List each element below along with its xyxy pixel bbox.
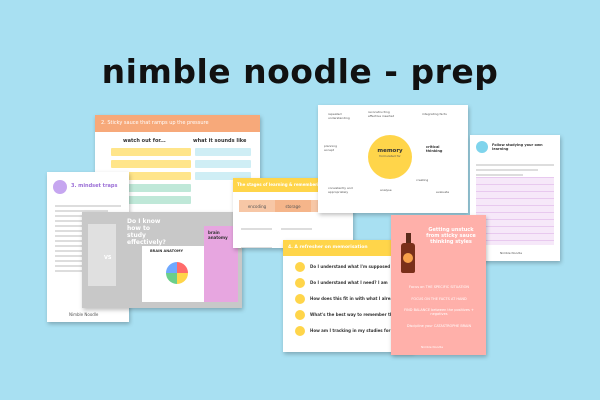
memory-node: repeated understanding xyxy=(328,112,350,120)
sticky-row xyxy=(111,160,191,168)
antidote-item: Discipline your CATASTROPHE BRAIN xyxy=(406,324,472,328)
brain-diagram-title: BRAIN ANATOMY xyxy=(150,249,183,253)
brain-icon xyxy=(166,262,188,284)
memory-center-label: memory xyxy=(377,148,403,154)
refresher-number-5 xyxy=(295,326,305,336)
refresher-number-3 xyxy=(295,294,305,304)
sticky-row xyxy=(195,148,251,156)
memory-node: integrating facts xyxy=(422,112,447,116)
worksheet-getting-unstuck: Getting unstuck from sticky sauce thinki… xyxy=(391,215,486,355)
page-title: nimble noodle - prep xyxy=(101,52,499,91)
antidote-item: FIND BALANCE between the positives + neg… xyxy=(404,308,474,316)
refresher-item: Do I understand what I'm supposed to xyxy=(310,264,397,269)
mindset-badge-icon xyxy=(53,180,67,194)
memory-center-sub: formulated for xyxy=(379,154,401,158)
tracker-footer: Nimble Noodle xyxy=(500,251,523,255)
brain-diagram-card: BRAIN ANATOMY xyxy=(142,246,216,302)
sticky-col-left: watch out for... xyxy=(123,138,166,144)
memory-node: analyse xyxy=(380,188,392,192)
tracker-badge-icon xyxy=(476,141,488,153)
stage-storage: storage xyxy=(275,200,311,212)
sticky-row xyxy=(195,172,251,180)
memory-node: planning accept xyxy=(324,144,338,152)
antidote-item: FOCUS ON THE FACTS AT HAND xyxy=(411,297,467,301)
mindset-header: 3. mindset traps xyxy=(71,183,118,189)
memory-node: evaluate xyxy=(436,190,450,194)
refresher-item: Do I understand what I need? I am xyxy=(310,280,388,285)
study-vs: VS xyxy=(104,255,112,261)
tracker-header: Follow studying your own learning xyxy=(492,143,543,151)
worksheet-study-effectively: Do I know how to study effectively? VS B… xyxy=(82,212,242,308)
sticky-row xyxy=(111,172,191,180)
stages-header: The stages of learning & remembering xyxy=(237,182,325,187)
sticky-row xyxy=(111,148,191,156)
sticky-header: 2. Sticky sauce that ramps up the pressu… xyxy=(101,120,209,126)
worksheet-memory-mindmap: memory formulated for repeated understan… xyxy=(318,105,468,213)
refresher-item: How does this fit in with what I alrea xyxy=(310,296,394,301)
sauce-bottle-icon xyxy=(401,233,415,273)
antidote-footer: Nimble Noodle xyxy=(421,345,444,349)
antidote-item: Focus on THE SPECIFIC SITUATION xyxy=(409,285,469,289)
study-side-panel xyxy=(88,224,116,286)
antidote-title: Getting unstuck from sticky sauce thinki… xyxy=(426,227,476,245)
memory-center-node: memory formulated for xyxy=(368,135,412,179)
sticky-header-bar: 2. Sticky sauce that ramps up the pressu… xyxy=(95,115,260,132)
stage-encoding: encoding xyxy=(239,200,275,212)
refresher-number-2 xyxy=(295,278,305,288)
brain-anatomy-card: brain anatomy xyxy=(204,226,238,302)
study-question: Do I know how to study effectively? xyxy=(127,218,166,246)
sticky-row xyxy=(195,160,251,168)
refresher-header: 4. A refresher on memorisation xyxy=(288,245,368,250)
memory-node: reconstructing effective inserted xyxy=(368,110,395,118)
refresher-item: How am I tracking in my studies for xyxy=(310,328,391,333)
tracker-table xyxy=(476,177,554,245)
brain-anatomy-label: brain anatomy xyxy=(208,230,228,240)
memory-node: consistently and appropriately xyxy=(328,186,353,194)
mindset-footer: Nimble Noodle xyxy=(69,312,99,317)
refresher-header-bar: 4. A refresher on memorisation xyxy=(283,240,413,256)
refresher-number-1 xyxy=(295,262,305,272)
worksheet-study-tracker: Follow studying your own learning Nimble… xyxy=(470,135,560,261)
sticky-col-right: what it sounds like xyxy=(193,138,247,144)
memory-node: creating xyxy=(416,178,429,182)
sticky-row xyxy=(111,196,191,204)
refresher-item: What's the best way to remember thi xyxy=(310,312,395,317)
sticky-row xyxy=(111,184,191,192)
tracker-text-lines xyxy=(476,161,554,179)
stages-text-lines xyxy=(241,218,345,248)
refresher-number-4 xyxy=(295,310,305,320)
memory-node: critical thinking xyxy=(426,145,443,153)
